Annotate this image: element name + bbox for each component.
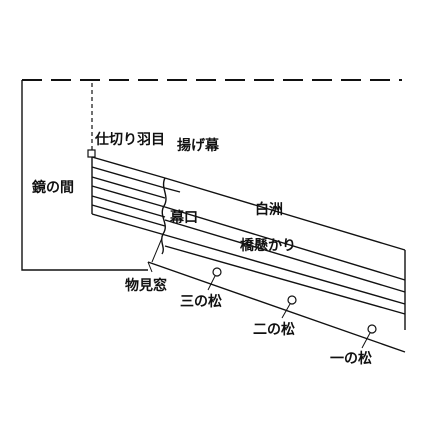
label-makuguchi: 幕口 bbox=[169, 209, 198, 226]
mirror-room-outline bbox=[21, 80, 148, 271]
sannomatsu-marker bbox=[212, 267, 222, 277]
curtain-edge bbox=[161, 177, 167, 255]
ninomatsu-marker bbox=[287, 295, 297, 305]
label-monomimado: 物見窓 bbox=[125, 277, 167, 294]
label-ninomatsu: 二の松 bbox=[253, 321, 295, 338]
label-shirasu: 白洲 bbox=[255, 201, 283, 218]
monomimado-tick-2 bbox=[147, 261, 153, 273]
bridge-top-edge bbox=[91, 156, 166, 179]
wall-face-lines bbox=[164, 187, 406, 315]
bridge-bottom-edge bbox=[147, 261, 406, 353]
ichinomatsu-pointer bbox=[361, 332, 371, 349]
sannomatsu-pointer bbox=[207, 275, 216, 291]
label-kagami-no-ma: 鏡の間 bbox=[32, 179, 74, 196]
label-sannomatsu: 三の松 bbox=[180, 293, 222, 310]
partition-marker bbox=[87, 149, 96, 158]
label-ichinomatsu: 一の松 bbox=[330, 350, 372, 367]
bridge-plank-lines bbox=[91, 166, 166, 236]
label-hashigakari: 橋懸かり bbox=[240, 237, 296, 254]
wall-top-edge bbox=[164, 177, 406, 251]
ninomatsu-pointer bbox=[281, 303, 291, 319]
monomimado-tick bbox=[151, 237, 163, 263]
label-shikiri-hame: 仕切り羽目 bbox=[94, 131, 165, 148]
ichinomatsu-marker bbox=[367, 324, 377, 334]
label-agemaku: 揚げ幕 bbox=[177, 137, 220, 154]
